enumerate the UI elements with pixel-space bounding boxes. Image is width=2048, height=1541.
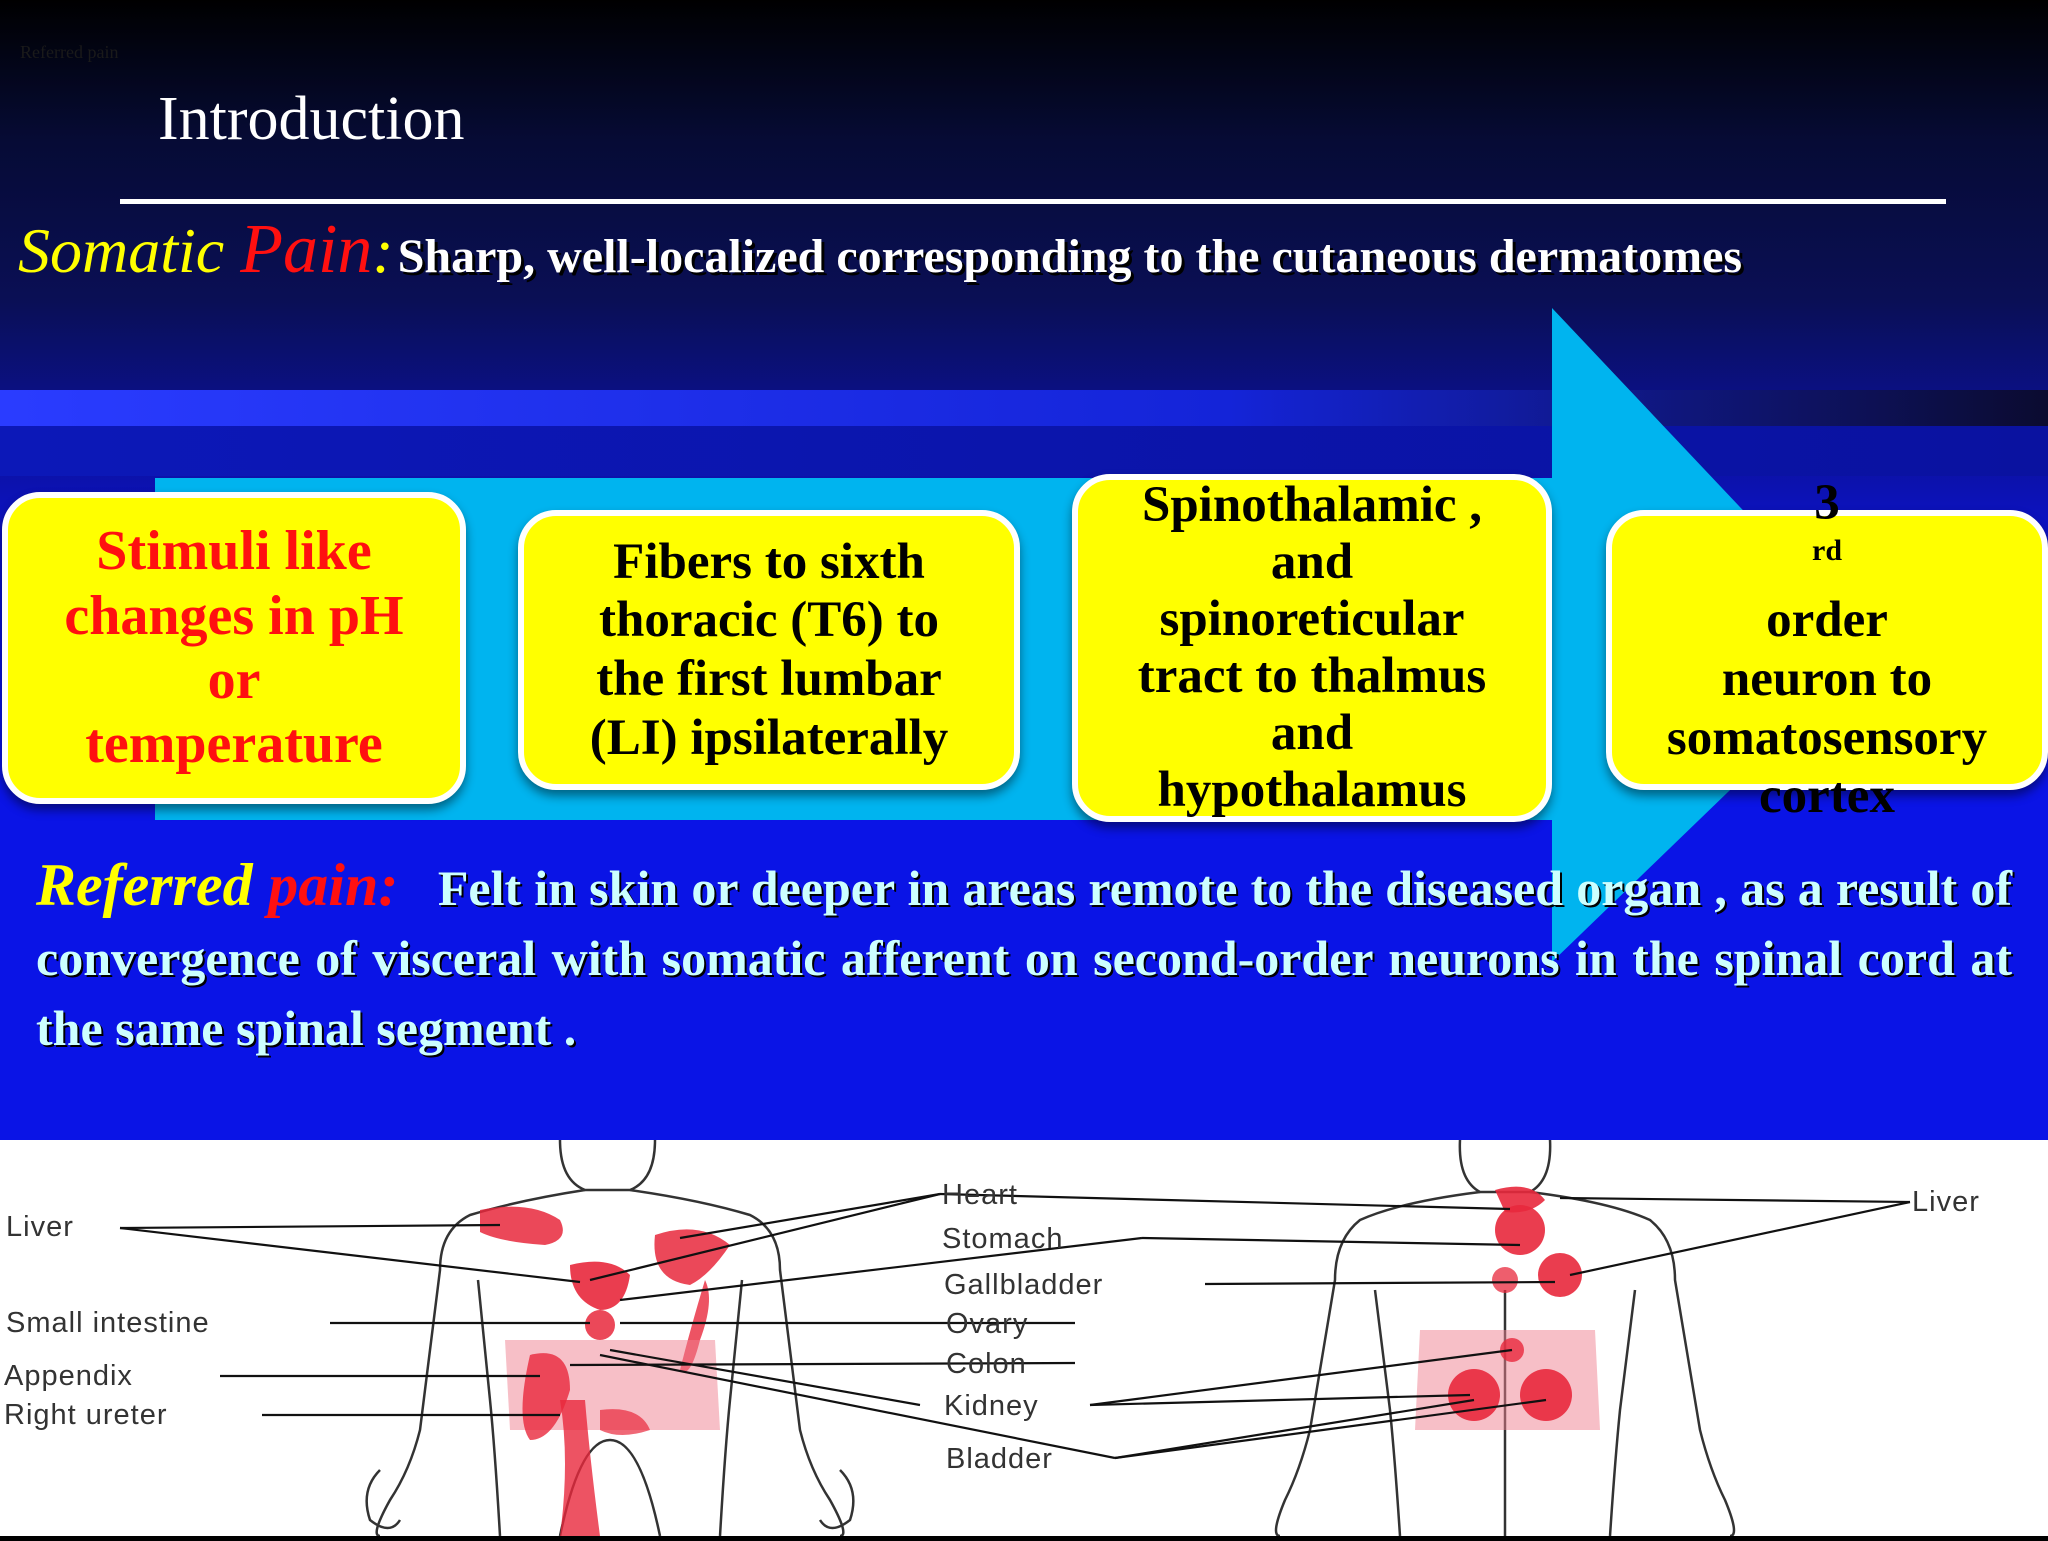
ordinal-number: 3 — [1814, 475, 1840, 532]
box-line: Fibers to sixth — [613, 533, 925, 590]
leader-lines — [119, 1192, 1911, 1460]
somatic-label: Somatic — [18, 215, 241, 286]
ordinal-suffix: rd — [1812, 533, 1842, 567]
box-line: and — [1270, 533, 1354, 590]
left-labels: Liver Small intestine Appendix Right ure… — [4, 1211, 210, 1431]
box-line: temperature — [85, 713, 383, 776]
back-pain-regions — [1415, 1186, 1600, 1430]
label-right-ureter: Right ureter — [4, 1399, 168, 1431]
box-line: Spinothalamic , — [1141, 476, 1483, 533]
referred-label: Referred — [36, 852, 269, 918]
flow-box-fibers: Fibers to sixth thoracic (T6) to the fir… — [518, 510, 1020, 790]
somatic-colon: : — [372, 215, 394, 286]
label-kidney: Kidney — [944, 1390, 1039, 1422]
slide-title: Introduction — [158, 85, 465, 153]
box-line: spinoreticular — [1159, 590, 1465, 647]
referred-description: Felt in skin or deeper in areas remote t… — [36, 860, 2012, 1056]
flow-box-stimuli: Stimuli like changes in pH or temperatur… — [2, 492, 466, 804]
front-pain-regions — [480, 1206, 730, 1536]
box-line: tract to thalmus — [1137, 648, 1487, 704]
decorative-band-bottom — [0, 426, 2048, 476]
body-map-figure: Liver Small intestine Appendix Right ure… — [4, 1139, 1980, 1538]
corner-text: Referred pain — [20, 42, 119, 62]
label-small-intestine: Small intestine — [6, 1307, 210, 1339]
box-line: thoracic (T6) to — [599, 592, 939, 649]
label-colon: Colon — [946, 1348, 1027, 1380]
box-line: changes in pH — [64, 584, 404, 647]
somatic-pain-line: Somatic Pain: Sharp, well-localized corr… — [18, 210, 1742, 290]
right-labels: Liver — [1912, 1186, 1980, 1218]
center-labels: Heart Stomach Gallbladder Ovary Colon Ki… — [942, 1179, 1103, 1475]
title-divider — [120, 199, 1946, 204]
box-line: Stimuli like — [96, 520, 372, 583]
flow-box-tracts: Spinothalamic , and spinoreticular tract… — [1072, 474, 1552, 822]
box-line: neuron to — [1721, 651, 1933, 707]
label-liver-left: Liver — [6, 1211, 74, 1243]
referred-pain-label: pain: — [268, 852, 399, 918]
pain-label: Pain — [240, 211, 373, 288]
somatic-description: Sharp, well-localized corresponding to t… — [397, 230, 1743, 283]
box-line: somatosensory — [1666, 709, 1988, 766]
label-bladder: Bladder — [946, 1443, 1053, 1475]
box-line: hypothalamus — [1157, 762, 1467, 819]
ordinal-rest: order — [1766, 592, 1888, 649]
label-liver-right: Liver — [1912, 1186, 1980, 1218]
label-gallbladder: Gallbladder — [944, 1269, 1103, 1301]
decorative-band-top — [0, 390, 2048, 426]
referred-pain-diagram: Liver Small intestine Appendix Right ure… — [0, 1139, 2048, 1538]
box-line: and — [1270, 705, 1354, 762]
label-stomach: Stomach — [942, 1223, 1063, 1255]
referred-pain-paragraph: Referred pain: Felt in skin or deeper in… — [36, 850, 2012, 1063]
box-line: (LI) ipsilaterally — [589, 709, 949, 766]
box-line: cortex — [1759, 768, 1895, 825]
front-body-outline — [365, 1139, 855, 1538]
label-appendix: Appendix — [4, 1360, 133, 1392]
label-heart: Heart — [942, 1179, 1018, 1211]
label-ovary: Ovary — [946, 1308, 1028, 1340]
box-line: the first lumbar — [596, 651, 942, 707]
box-line: or — [207, 649, 261, 711]
